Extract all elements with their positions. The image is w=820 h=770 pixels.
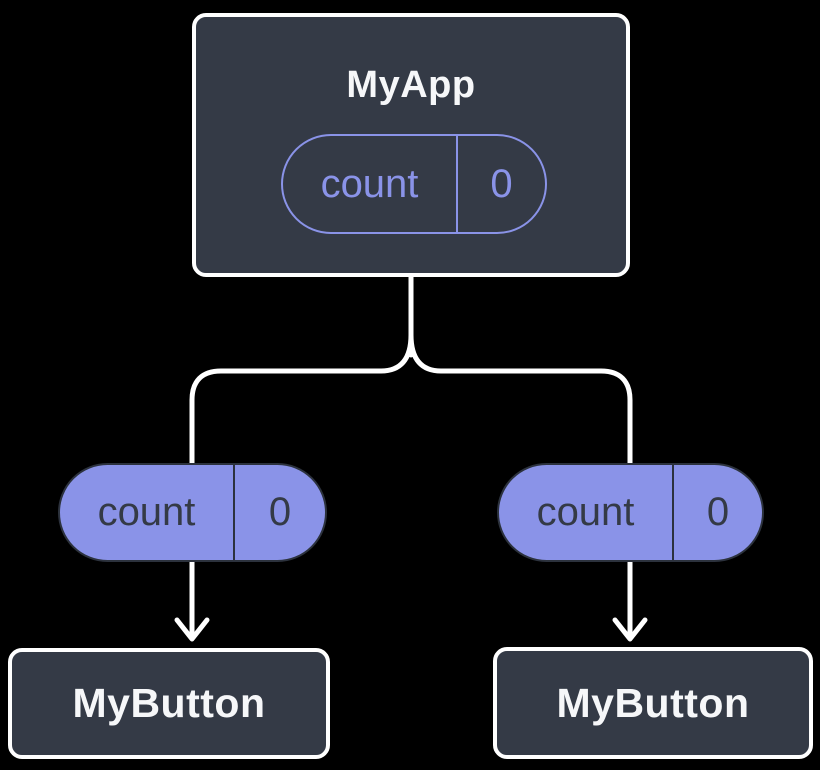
- mybutton-left-title: MyButton: [72, 680, 266, 726]
- mybutton-left-state-value: 0: [233, 465, 325, 560]
- mybutton-left-box: MyButton: [8, 648, 330, 759]
- mybutton-right-title: MyButton: [556, 679, 750, 726]
- mybutton-right-state-pill: count 0: [497, 463, 764, 562]
- mybutton-left-state-pill: count 0: [58, 463, 327, 562]
- mybutton-right-box: MyButton: [493, 647, 813, 759]
- branch-right-line: [408, 332, 633, 467]
- mybutton-right-state-label: count: [536, 490, 635, 534]
- mybutton-right-state-value: 0: [672, 465, 762, 560]
- myapp-state-label: count: [320, 161, 419, 206]
- mybutton-left-state-label: count: [97, 490, 196, 534]
- myapp-box: MyApp count 0: [192, 13, 630, 277]
- myapp-state-value: 0: [456, 136, 545, 232]
- myapp-state-pill: count 0: [281, 134, 547, 234]
- arrow-down-right-icon: [612, 559, 648, 642]
- branch-left-line: [189, 332, 414, 467]
- arrow-down-left-icon: [174, 559, 210, 642]
- myapp-title: MyApp: [346, 64, 476, 106]
